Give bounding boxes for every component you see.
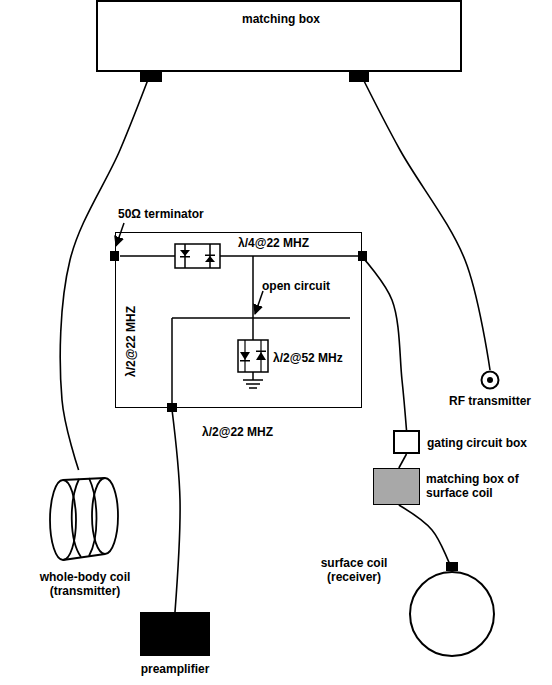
- cable: [360, 72, 490, 370]
- preamplifier: preamplifier: [140, 612, 210, 656]
- protection-circuit-box: λ/4@22 MHZ open circuit λ/2@52 MHz λ/2@22 M…: [115, 232, 362, 408]
- callout-label: 50Ω terminator: [118, 207, 204, 221]
- node-label: matching box: [98, 12, 464, 26]
- cable: [362, 257, 407, 430]
- whole-body-coil: whole-body coil (transmitter): [45, 470, 125, 565]
- node-label: λ/4@22 MHZ: [238, 236, 309, 250]
- circuit-wiring: [116, 223, 362, 408]
- node-label: λ/2@52 MHz: [273, 351, 343, 365]
- cable: [60, 72, 151, 470]
- surface-coil-matching-box: matching box of surface coil: [373, 468, 420, 505]
- gating-circuit-box: gating circuit box: [393, 430, 420, 454]
- node-label: surface coil (receiver): [308, 556, 400, 585]
- cable: [399, 454, 407, 468]
- diode-lead: [245, 340, 261, 372]
- node-label: matching box of surface coil: [426, 472, 521, 501]
- node-label: whole-body coil (transmitter): [30, 570, 140, 599]
- cable: [172, 408, 180, 612]
- connector: [358, 251, 367, 261]
- node-label: preamplifier: [125, 662, 225, 676]
- surface-coil: surface coil (receiver): [408, 570, 496, 658]
- rf-transmitter: RF transmitter: [480, 370, 500, 390]
- connector: [446, 562, 458, 571]
- coil-outline: [45, 470, 125, 565]
- node-label: λ/2@22 MHZ: [124, 305, 138, 376]
- cable: [399, 505, 452, 570]
- node-label: RF transmitter: [435, 394, 545, 408]
- circle-outline: [480, 370, 500, 390]
- node-label: gating circuit box: [427, 436, 552, 450]
- node-label: open circuit: [262, 279, 330, 293]
- cable-label: λ/2@22 MHZ: [200, 425, 275, 439]
- matching-box: matching box: [96, 0, 462, 72]
- circle-outline: [408, 570, 496, 658]
- diode-symbol: [180, 250, 266, 362]
